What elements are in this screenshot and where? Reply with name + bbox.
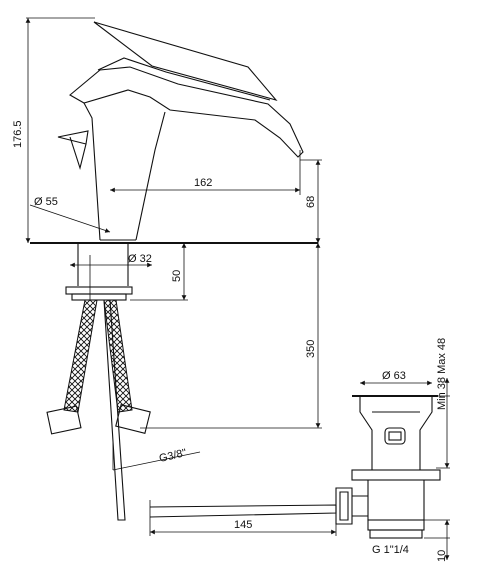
faucet-body	[30, 21, 318, 301]
hose-thread-label: G3/8"	[158, 447, 188, 465]
height-label: 176.5	[12, 120, 24, 148]
thread-height-label: 10	[436, 550, 448, 562]
supply-hoses	[46, 299, 151, 521]
flange-diameter-label: Ø 63	[382, 370, 406, 382]
shank-diameter-label: Ø 32	[128, 253, 152, 265]
thickness-range-label: Min 38 Max 48	[436, 338, 448, 410]
spout-height-label: 68	[305, 196, 317, 208]
drain-thread-label: G 1"1/4	[372, 544, 409, 556]
base-diameter-label: Ø 55	[34, 196, 58, 208]
rod-length-label: 145	[234, 519, 252, 531]
faucet-dimensions	[25, 17, 322, 471]
shank-length-label: 50	[171, 270, 183, 282]
pop-up-drain	[149, 395, 441, 539]
hose-length-label: 350	[305, 340, 317, 358]
drain-dimensions	[149, 378, 450, 560]
reach-label: 162	[194, 177, 212, 189]
